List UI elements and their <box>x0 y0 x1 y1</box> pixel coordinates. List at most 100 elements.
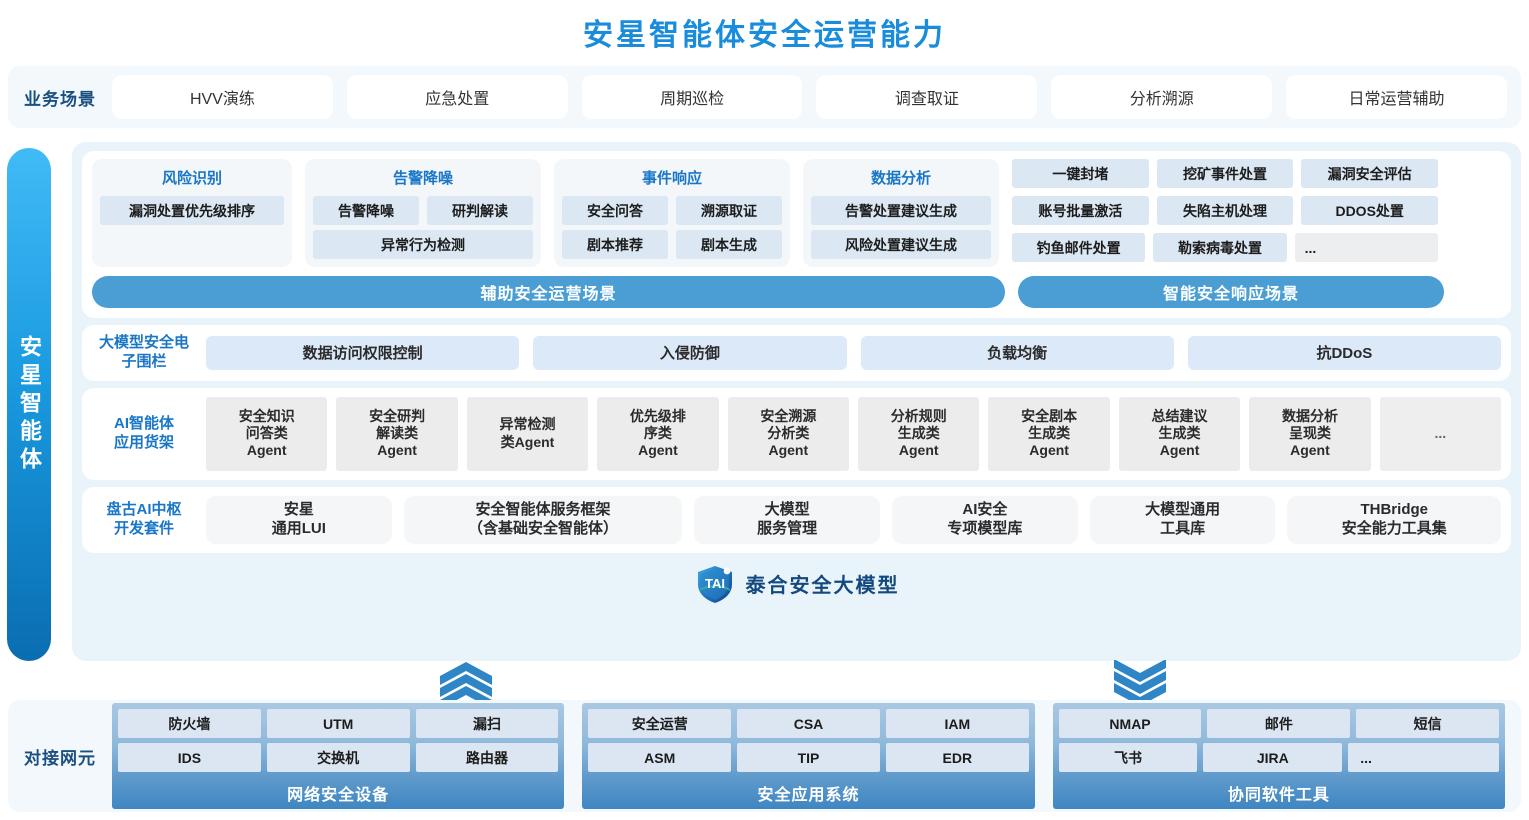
agent-box[interactable]: 数据分析 呈现类 Agent <box>1249 396 1371 471</box>
connector-cell[interactable]: 路由器 <box>415 743 559 772</box>
connector-cell[interactable]: EDR <box>885 743 1029 772</box>
business-chip[interactable]: 分析溯源 <box>1051 75 1273 119</box>
connectors-label: 对接网元 <box>24 748 96 768</box>
business-scenario-row: 业务场景 HVV演练 应急处置 周期巡检 调查取证 分析溯源 日常运营辅助 <box>8 66 1521 128</box>
dev-kit-box[interactable]: 大模型 服务管理 <box>694 495 881 544</box>
business-chip[interactable]: 应急处置 <box>346 75 568 119</box>
dev-kit-box[interactable]: AI安全 专项模型库 <box>892 495 1078 544</box>
agent-box[interactable]: 安全溯源 分析类 Agent <box>727 396 850 471</box>
connector-row: NMAP 邮件 短信 <box>1058 709 1499 738</box>
connector-cell[interactable]: UTM <box>266 709 410 738</box>
tile-row: 漏洞处置优先级排序 <box>100 196 284 225</box>
tile-row: 安全问答 溯源取证 <box>562 196 782 225</box>
fence-item[interactable]: 数据访问权限控制 <box>206 335 520 370</box>
scenario-tile[interactable]: 风险处置建议生成 <box>811 230 991 259</box>
connector-cell[interactable]: CSA <box>737 709 880 738</box>
response-tile[interactable]: 账号批量激活 <box>1012 196 1149 225</box>
connector-group-caption: 网络安全设备 <box>287 787 390 804</box>
agent-box[interactable]: 分析规则 生成类 Agent <box>858 396 980 471</box>
scenario-tile[interactable]: 剧本生成 <box>676 230 782 259</box>
connector-cell[interactable]: 防火墙 <box>118 709 261 738</box>
business-chip[interactable]: 调查取证 <box>816 75 1038 119</box>
scenario-card: 风险识别 漏洞处置优先级排序 告警降噪 告警降噪 研判解读 异常行为检测 <box>82 151 1511 318</box>
scenario-group-data: 数据分析 告警处置建议生成 风险处置建议生成 <box>803 159 999 267</box>
connector-cell[interactable]: 短信 <box>1356 709 1499 738</box>
connector-cell[interactable]: IAM <box>885 709 1029 738</box>
intelligent-response-bar[interactable]: 智能安全响应场景 <box>1018 276 1444 308</box>
left-rail: 安星智能体 <box>7 148 51 661</box>
dev-kit-row: 盘古AI中枢 开发套件 安星 通用LUI 安全智能体服务框架 （含基础安全智能体… <box>82 486 1511 553</box>
response-tile[interactable]: 失陷主机处理 <box>1156 196 1294 225</box>
left-rail-label: 安星智能体 <box>17 334 42 475</box>
scenario-bars: 辅助安全运营场景 智能安全响应场景 <box>92 276 1501 308</box>
connector-row: IDS 交换机 路由器 <box>118 743 559 772</box>
agent-box[interactable]: 安全研判 解读类 Agent <box>336 396 458 471</box>
scenario-tile[interactable]: 告警降噪 <box>313 196 419 225</box>
tile-row: 一键封堵 挖矿事件处置 漏洞安全评估 <box>1012 159 1439 188</box>
response-tile[interactable]: 挖矿事件处置 <box>1156 159 1294 188</box>
connector-group-security-apps: 安全运营 CSA IAM ASM TIP EDR 安全应用系统 <box>582 703 1035 809</box>
connector-cell[interactable]: NMAP <box>1058 709 1202 738</box>
agent-box[interactable]: 异常检测 类Agent <box>466 396 589 471</box>
fence-row: 大模型安全电 子围栏 数据访问权限控制 入侵防御 负载均衡 抗DDoS <box>82 325 1511 381</box>
connector-cell[interactable]: ASM <box>588 743 732 772</box>
scenario-tile[interactable]: 漏洞处置优先级排序 <box>100 196 284 225</box>
agent-box-more[interactable]: ... <box>1379 396 1502 471</box>
tile-row: 告警降噪 研判解读 <box>313 196 533 225</box>
response-tile[interactable]: 勒索病毒处置 <box>1153 233 1287 262</box>
response-tile[interactable]: DDOS处置 <box>1301 196 1439 225</box>
dev-kit-box[interactable]: 安星 通用LUI <box>206 495 392 544</box>
connector-row: ASM TIP EDR <box>588 743 1029 772</box>
connector-cell[interactable]: 安全运营 <box>588 709 732 738</box>
dev-kit-box[interactable]: 大模型通用 工具库 <box>1089 495 1276 544</box>
scenario-tile[interactable]: 异常行为检测 <box>313 230 533 259</box>
agent-box[interactable]: 总结建议 生成类 Agent <box>1118 396 1241 471</box>
scenario-group-title: 事件响应 <box>641 170 702 187</box>
connector-group-network-devices: 防火墙 UTM 漏扫 IDS 交换机 路由器 网络安全设备 <box>112 703 565 809</box>
connector-cell[interactable]: IDS <box>118 743 261 772</box>
model-footer: TAI 泰合安全大模型 <box>82 562 1511 606</box>
dev-kit-label: 盘古AI中枢 开发套件 <box>106 500 182 537</box>
fence-item[interactable]: 抗DDoS <box>1187 335 1501 370</box>
scenario-tile[interactable]: 剧本推荐 <box>562 230 668 259</box>
scenario-tile[interactable]: 研判解读 <box>427 196 533 225</box>
connector-group-caption: 安全应用系统 <box>757 787 860 804</box>
business-chip[interactable]: 日常运营辅助 <box>1286 75 1507 119</box>
fence-label: 大模型安全电 子围栏 <box>98 334 189 370</box>
spacer <box>100 230 284 259</box>
connector-cell[interactable]: 漏扫 <box>415 709 559 738</box>
connector-cell[interactable]: JIRA <box>1203 743 1343 772</box>
dev-kit-box[interactable]: THBridge 安全能力工具集 <box>1287 495 1502 544</box>
response-tile[interactable]: 钓鱼邮件处置 <box>1012 233 1146 262</box>
connector-cell[interactable]: 交换机 <box>266 743 410 772</box>
scenario-group-title: 数据分析 <box>870 170 931 187</box>
fence-item[interactable]: 入侵防御 <box>533 335 847 370</box>
tile-row: 钓鱼邮件处置 勒索病毒处置 ... <box>1012 233 1438 262</box>
scenario-tile[interactable]: 告警处置建议生成 <box>811 196 991 225</box>
assist-operations-bar[interactable]: 辅助安全运营场景 <box>92 276 1005 308</box>
scenario-tile[interactable]: 溯源取证 <box>676 196 782 225</box>
connector-cell-more[interactable]: ... <box>1348 743 1499 772</box>
response-tile[interactable]: 漏洞安全评估 <box>1301 159 1439 188</box>
connector-cell[interactable]: 飞书 <box>1058 743 1198 772</box>
response-grid-rows: 一键封堵 挖矿事件处置 漏洞安全评估 账号批量激活 失陷主机处理 DDOS处置 … <box>1012 159 1439 262</box>
scenario-group-incident: 事件响应 安全问答 溯源取证 剧本推荐 剧本生成 <box>554 159 790 267</box>
page-title: 安星智能体安全运营能力 <box>583 19 946 52</box>
response-tile-more[interactable]: ... <box>1294 233 1438 262</box>
tile-row: 风险处置建议生成 <box>811 230 991 259</box>
dev-kit-box[interactable]: 安全智能体服务框架 （含基础安全智能体） <box>403 495 683 544</box>
scenario-groups: 风险识别 漏洞处置优先级排序 告警降噪 告警降噪 研判解读 异常行为检测 <box>92 159 1501 267</box>
agent-box[interactable]: 安全知识 问答类 Agent <box>206 396 328 471</box>
agent-box[interactable]: 安全剧本 生成类 Agent <box>988 396 1110 471</box>
connector-cell[interactable]: 邮件 <box>1207 709 1351 738</box>
agent-box[interactable]: 优先级排 序类 Agent <box>597 396 719 471</box>
connector-groups: 防火墙 UTM 漏扫 IDS 交换机 路由器 网络安全设备 安全运营 CSA I… <box>112 703 1521 809</box>
response-tile[interactable]: 一键封堵 <box>1012 159 1149 188</box>
business-chip[interactable]: 周期巡检 <box>581 75 803 119</box>
main-panel: 风险识别 漏洞处置优先级排序 告警降噪 告警降噪 研判解读 异常行为检测 <box>72 142 1521 661</box>
connector-cell[interactable]: TIP <box>737 743 880 772</box>
business-chip[interactable]: HVV演练 <box>112 75 333 119</box>
fence-item[interactable]: 负载均衡 <box>860 335 1174 370</box>
scenario-tile[interactable]: 安全问答 <box>562 196 668 225</box>
